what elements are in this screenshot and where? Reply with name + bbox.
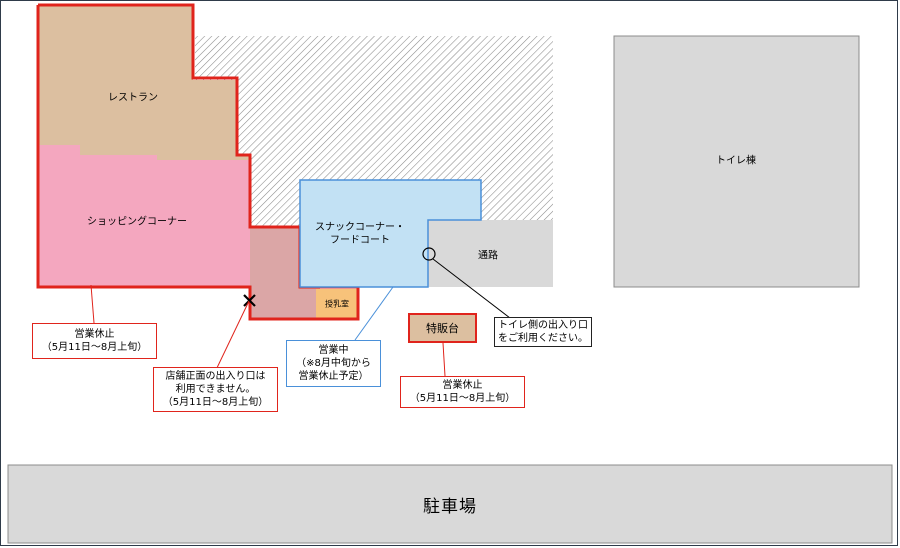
- leader-front-entrance: [214, 300, 250, 373]
- leader-store-closed: [90, 284, 95, 324]
- store-closed-callout: 営業休止 （5月11日～8月上旬）: [32, 323, 157, 359]
- snack-corner-area: [299, 179, 482, 288]
- restaurant-label: レストラン: [108, 92, 158, 104]
- special-stand: 特販台: [408, 313, 477, 343]
- restaurant-area: [38, 5, 250, 165]
- passage-label: 通路: [478, 250, 498, 262]
- ticket-room-area: [316, 289, 358, 319]
- leader-snack-open: [354, 286, 394, 341]
- shopping-corner-label: ショッピングコーナー: [87, 216, 187, 228]
- parking-label: 駐車場: [423, 496, 477, 517]
- front-entrance-callout: 店舗正面の出入り口は 利用できません。 （5月11日～8月上旬）: [153, 367, 278, 412]
- toilet-side-entrance-marker: [422, 247, 436, 261]
- snack-open-callout: 営業中 （※8月中旬から 営業休止予定）: [286, 340, 381, 387]
- ticket-room-label: 授乳室: [325, 299, 349, 309]
- snack-corner-label: スナックコーナー・ フードコート: [315, 222, 405, 246]
- toilet-building: [613, 35, 860, 288]
- leader-toilet-side: [432, 258, 511, 319]
- special-stand-closed-callout: 営業休止 （5月11日～8月上旬）: [400, 376, 525, 408]
- parking-area: [7, 464, 893, 544]
- front-entrance-closed-marker: [243, 294, 256, 307]
- shopping-corner-area: [38, 145, 250, 287]
- toilet-side-entrance-callout: トイレ側の出入り口 をご利用ください。: [494, 317, 592, 347]
- leader-special-stand: [442, 342, 446, 377]
- toilet-building-label: トイレ棟: [716, 155, 756, 167]
